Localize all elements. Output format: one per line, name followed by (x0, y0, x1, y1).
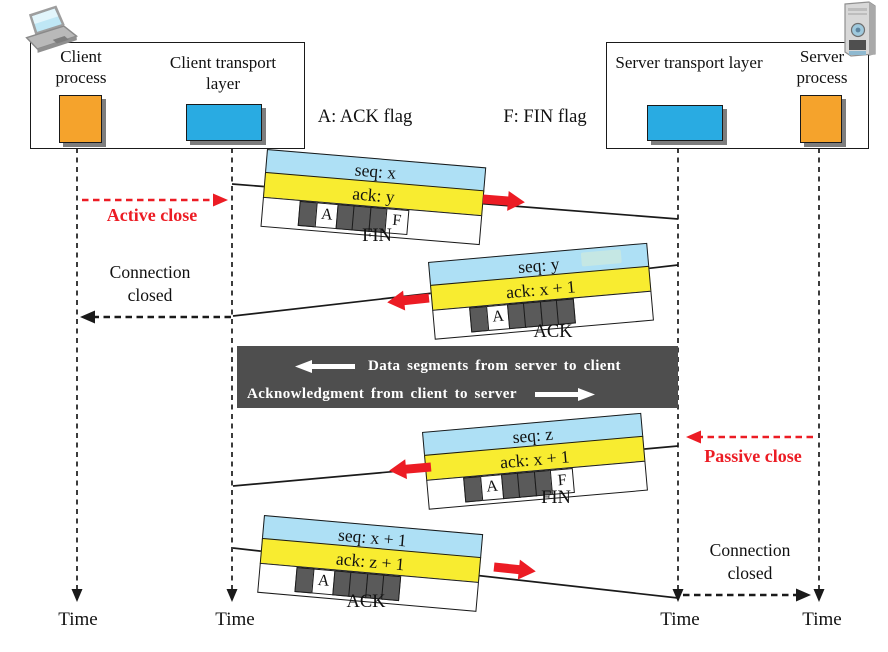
server-transport-label: Server transport layer (615, 53, 763, 72)
legend-fin-flag: F: FIN flag (503, 107, 587, 127)
laptop-icon (25, 5, 79, 53)
server-process-rect (800, 95, 842, 143)
server-tower-icon (844, 1, 876, 57)
client-process-rect (59, 95, 102, 143)
legend-ack-flag: A: ACK flag (317, 107, 413, 127)
banner-line-to-client: Data segments from server to client (368, 357, 621, 374)
passive-close-arrowhead (686, 430, 701, 444)
flag-cell (555, 298, 576, 325)
connection-closed-right-label: Connection closed (709, 540, 791, 583)
connection-closed-right-arrowhead (796, 588, 811, 602)
time-arrowhead (813, 589, 825, 602)
time-arrowhead (226, 589, 238, 602)
time-label-server-transport: Time (660, 609, 700, 630)
time-arrowhead (71, 589, 83, 602)
connection-closed-left-label: Connection closed (109, 262, 191, 305)
data-flow-banner: Data segments from server to client Ackn… (237, 346, 678, 408)
time-label-client-transport: Time (215, 609, 255, 630)
server-transport-rect (647, 105, 723, 141)
client-process-label: Client process (55, 47, 107, 87)
segment-type-label: FIN (362, 226, 392, 246)
time-arrowhead (672, 589, 684, 602)
passive-close-label: Passive close (704, 446, 802, 466)
active-close-label: Active close (106, 205, 198, 225)
connection-closed-left-arrowhead (80, 310, 95, 324)
client-transport-label: Client transport layer (169, 53, 277, 93)
server-process-label: Server process (796, 47, 848, 87)
banner-line-to-server: Acknowledgment from client to server (247, 385, 517, 402)
active-close-arrowhead (213, 193, 228, 207)
right-arrow-icon (534, 387, 595, 401)
left-arrow-icon (295, 359, 355, 373)
segment-type-label: FIN (541, 488, 571, 508)
time-label-client-process: Time (58, 609, 98, 630)
highlight-artifact (580, 249, 622, 267)
segment-type-label: ACK (346, 592, 386, 612)
time-label-server-process: Time (802, 609, 842, 630)
segment-type-label: ACK (533, 322, 573, 342)
client-transport-rect (186, 104, 262, 141)
